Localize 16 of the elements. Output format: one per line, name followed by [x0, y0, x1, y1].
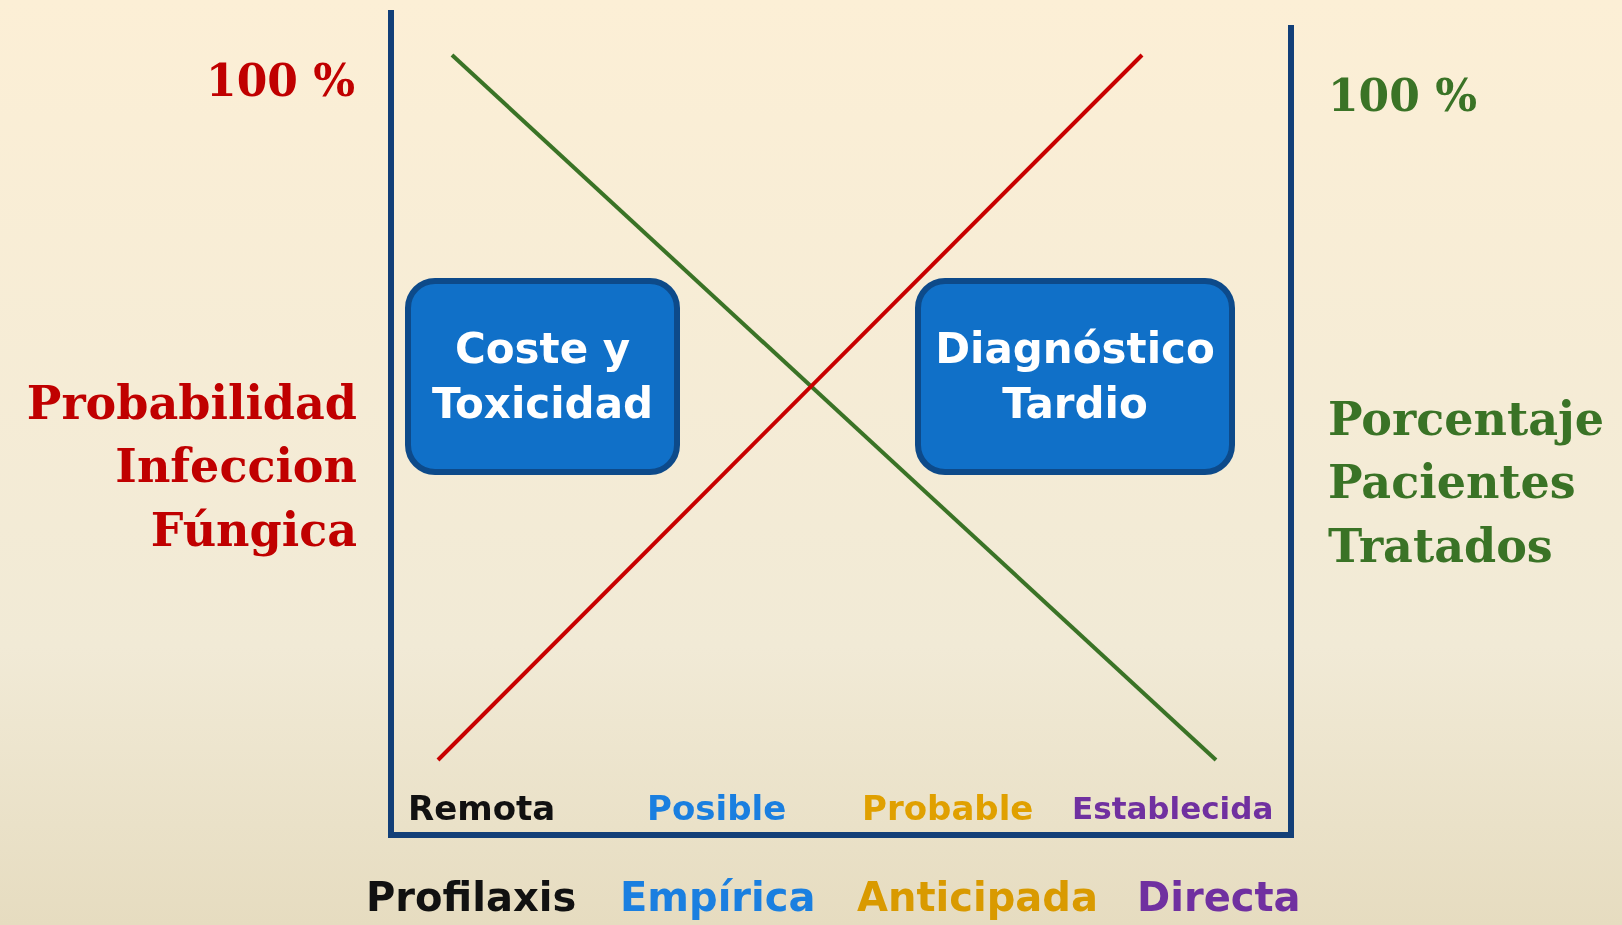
box-text: Diagnóstico Tardio [934, 322, 1216, 430]
category-label: Anticipada [857, 874, 1098, 920]
category-label: Remota [408, 788, 556, 828]
category-label: Empírica [620, 874, 816, 920]
axis-max-label: 100 % [1328, 70, 1477, 121]
category-label: Profilaxis [366, 874, 577, 920]
category-label: Posible [647, 788, 787, 828]
category-label: Establecida [1072, 790, 1274, 826]
category-label: Directa [1137, 874, 1301, 920]
box-text: Coste y Toxicidad [430, 322, 655, 430]
axis-title: Porcentaje Pacientes Tratados [1328, 391, 1605, 575]
rounded-box [915, 278, 1235, 475]
axis-title: Probabilidad Infeccion Fúngica [25, 375, 357, 559]
rounded-box [405, 278, 680, 475]
category-label: Probable [862, 788, 1034, 828]
axis-max-label: 100 % [206, 55, 355, 106]
